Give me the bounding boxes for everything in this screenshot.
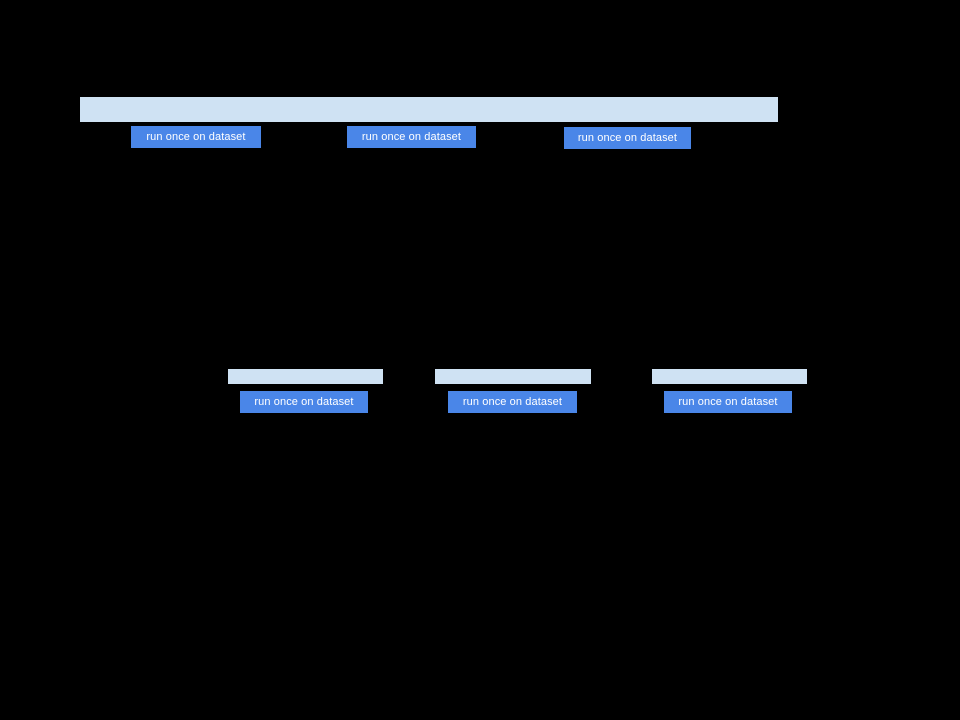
run-once-on-dataset-button-top-3[interactable]: run once on dataset <box>564 127 691 149</box>
bottom-dataset-bar-2 <box>435 369 591 384</box>
bottom-dataset-bar-3 <box>652 369 807 384</box>
run-once-on-dataset-button-bottom-3[interactable]: run once on dataset <box>664 391 792 413</box>
run-once-on-dataset-button-top-2[interactable]: run once on dataset <box>347 126 476 148</box>
run-once-on-dataset-button-bottom-2[interactable]: run once on dataset <box>448 391 577 413</box>
top-dataset-bar <box>80 97 778 122</box>
run-once-on-dataset-button-top-1[interactable]: run once on dataset <box>131 126 261 148</box>
bottom-dataset-bar-1 <box>228 369 383 384</box>
run-once-on-dataset-button-bottom-1[interactable]: run once on dataset <box>240 391 368 413</box>
